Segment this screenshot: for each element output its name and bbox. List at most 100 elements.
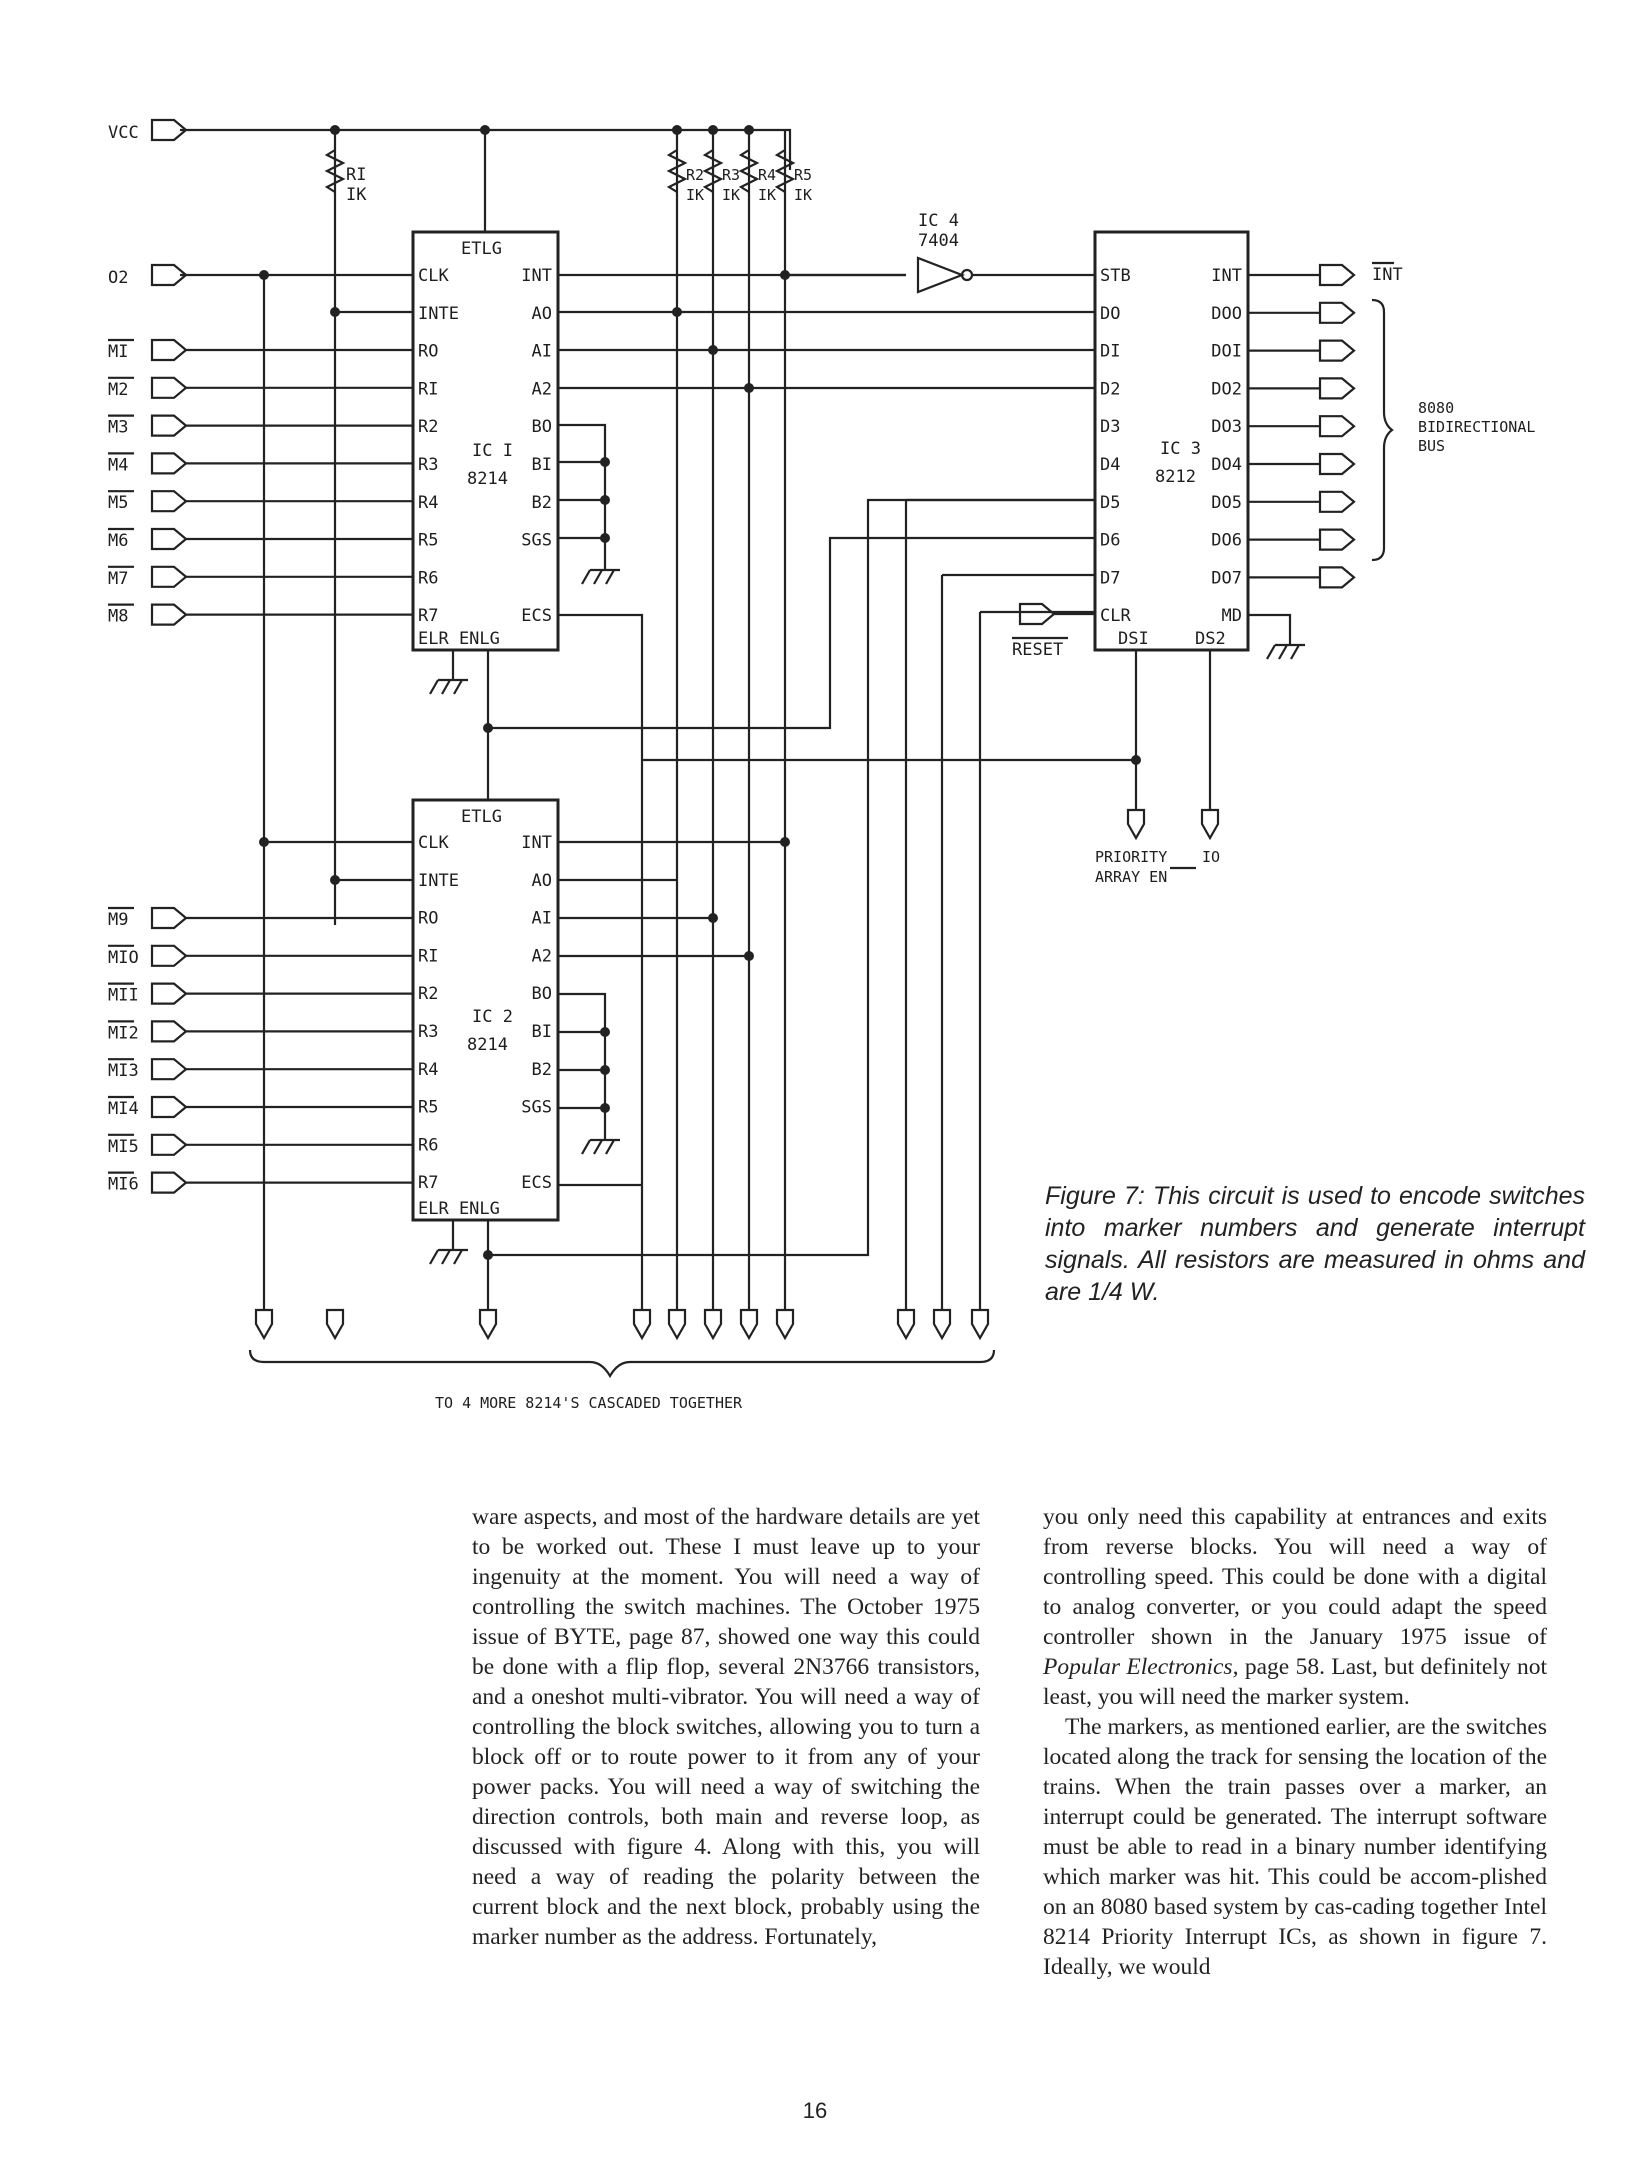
pin-label: R7 <box>418 606 438 626</box>
body-column-left: ware aspects, and most of the hardware d… <box>472 1502 980 1952</box>
priority-io-outputs: PRIORITY ARRAY EN IO <box>1095 808 1220 886</box>
pin-label: AO <box>532 304 552 324</box>
pin-label: INT <box>521 833 552 853</box>
pin-label: INTE <box>418 304 459 324</box>
connector-symbol <box>1318 528 1356 551</box>
connector-symbol <box>150 452 188 475</box>
connector-symbol <box>150 1095 188 1119</box>
pin-label: BI <box>532 455 552 475</box>
interrupt-encoder-schematic: RI IK R2 R3 R4 R5 IK IK IK IK VCC O2 MIM… <box>108 118 1535 1412</box>
ic4-7404-inverter: IC 4 7404 <box>785 211 1095 294</box>
paragraph: ware aspects, and most of the hardware d… <box>472 1504 980 1950</box>
resistor-value: IK <box>722 186 740 204</box>
pin-label: BO <box>532 417 552 437</box>
text-run: page 58. Last, but definitely not least,… <box>1043 1654 1548 1710</box>
bus-labels: 8080 BIDIRECTIONAL BUS INT <box>1371 261 1535 562</box>
connector-symbol <box>150 414 188 437</box>
text-run: you only need this capability at entranc… <box>1043 1504 1547 1650</box>
pin-label: DI <box>1100 342 1120 362</box>
marker-label: M5 <box>108 493 128 513</box>
pin-label: A2 <box>532 946 552 966</box>
priority-label: PRIORITY <box>1095 848 1167 866</box>
ic4-part: 7404 <box>918 231 959 251</box>
pin-label: STB <box>1100 266 1131 286</box>
pin-label: D3 <box>1100 417 1120 437</box>
pin-label: INT <box>521 266 552 286</box>
pin-label: DO4 <box>1211 455 1242 475</box>
output-connector <box>703 1308 723 1341</box>
connector-symbol <box>150 338 188 362</box>
ic3-name: IC 3 <box>1160 439 1201 459</box>
body-column-right: you only need this capability at entranc… <box>1043 1502 1547 1982</box>
o2-label: O2 <box>108 268 128 288</box>
pin-label: R2 <box>418 984 438 1004</box>
pin-label: RI <box>418 946 438 966</box>
pin-label: CLK <box>418 266 449 286</box>
pin-label: SGS <box>521 1098 552 1118</box>
ic2-part: 8214 <box>467 1035 508 1055</box>
figure-caption: Figure 7: This circuit is used to encode… <box>1045 1180 1585 1308</box>
reset-label: RESET <box>1012 640 1063 660</box>
pin-label: BO <box>532 984 552 1004</box>
marker-label: M7 <box>108 569 128 589</box>
vcc-label: VCC <box>108 123 139 143</box>
resistor-label: R5 <box>794 166 812 184</box>
ic1-8214: ETLG IC I 8214 ELR ENLG <box>411 230 560 652</box>
ic3-ds2: DS2 <box>1195 629 1226 649</box>
chip-bottom-label: ELR ENLG <box>418 629 500 649</box>
marker-label: M2 <box>108 380 128 400</box>
marker-label: M4 <box>108 455 128 475</box>
ic1-part: 8214 <box>467 469 508 489</box>
ic2-pins: CLKINTERORIR2R3R4R5R6R7INTAOAIA2BOBIB2SG… <box>418 833 552 1193</box>
pin-label: D4 <box>1100 455 1120 475</box>
connector-symbol <box>150 376 188 399</box>
connector-symbol <box>150 1020 188 1043</box>
pin-label: MD <box>1222 606 1242 626</box>
pin-label: AO <box>532 871 552 891</box>
ic1-name: IC I <box>472 441 513 461</box>
pin-label: R3 <box>418 455 438 475</box>
resistor-label: R3 <box>722 166 740 184</box>
marker-label: M8 <box>108 607 128 627</box>
pin-label: R3 <box>418 1022 438 1042</box>
pin-label: R5 <box>418 531 438 551</box>
pin-label: R6 <box>418 1135 438 1155</box>
pin-label: B2 <box>532 493 552 513</box>
connector-symbol <box>1318 339 1356 362</box>
cascade-label: TO 4 MORE 8214'S CASCADED TOGETHER <box>435 1394 743 1412</box>
pin-label: A2 <box>532 379 552 399</box>
output-connector <box>254 1308 274 1341</box>
connector-symbol <box>150 603 188 626</box>
marker-label: MI4 <box>108 1099 139 1119</box>
output-connector <box>775 1308 795 1341</box>
marker-label: MIO <box>108 948 139 968</box>
pin-label: DO7 <box>1211 568 1242 588</box>
pin-label: R7 <box>418 1173 438 1193</box>
output-connector <box>325 1308 345 1341</box>
chip-bottom-label: ELR ENLG <box>418 1199 500 1219</box>
magazine-title: Popular Electronics, <box>1043 1654 1239 1680</box>
bus-label: BUS <box>1418 437 1445 455</box>
etlg-label: ETLG <box>461 239 502 259</box>
pin-label: DO3 <box>1211 417 1242 437</box>
output-connector <box>932 1308 952 1341</box>
marker-label: M6 <box>108 531 128 551</box>
pin-label: R4 <box>418 1060 438 1080</box>
output-connector <box>478 1308 498 1341</box>
marker-label: M3 <box>108 418 128 438</box>
ic2-8214: ETLG IC 2 8214 ELR ENLG <box>411 798 560 1222</box>
pin-label: INTE <box>418 871 459 891</box>
resistor-value: IK <box>686 186 704 204</box>
pin-label: SGS <box>521 531 552 551</box>
pin-label: R4 <box>418 493 438 513</box>
connector-symbol <box>150 490 188 513</box>
resistor-value: IK <box>346 185 367 205</box>
marker-label: MI2 <box>108 1023 139 1043</box>
marker-label: MI3 <box>108 1061 139 1081</box>
pin-label: ECS <box>521 1173 552 1193</box>
pin-label: R5 <box>418 1098 438 1118</box>
connector-symbol <box>150 906 188 930</box>
marker-label: M9 <box>108 910 128 930</box>
connector-symbol <box>150 982 188 1005</box>
marker-label: MII <box>108 986 139 1006</box>
